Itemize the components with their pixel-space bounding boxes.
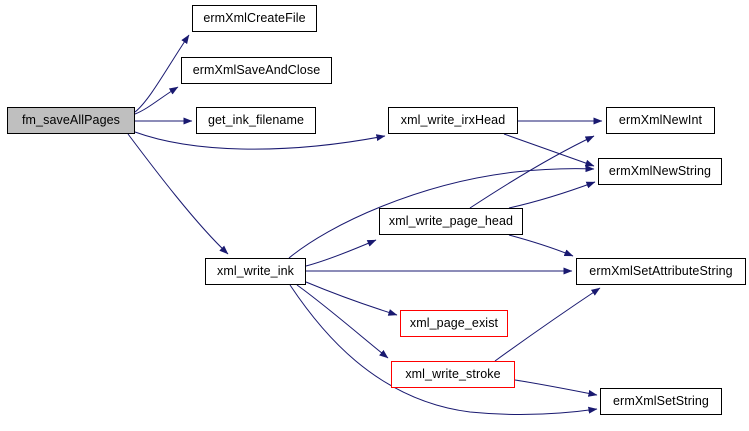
node-fm_saveAllPages[interactable]: fm_saveAllPages <box>7 107 135 134</box>
node-label: get_ink_filename <box>207 113 305 128</box>
edge-xml_write_page_head-to-ermXmlNewInt <box>469 135 595 209</box>
edge-xml_write_irxHead-to-ermXmlNewString <box>503 133 595 167</box>
edge-fm_saveAllPages-to-ermXmlSaveAndClose <box>134 86 179 115</box>
node-label: xml_write_ink <box>216 264 294 279</box>
node-ermXmlSetString[interactable]: ermXmlSetString <box>600 388 722 415</box>
node-label: ermXmlSetAttributeString <box>589 264 733 279</box>
edge-xml_write_ink-to-xml_page_exist <box>305 281 398 316</box>
node-xml_write_page_head[interactable]: xml_write_page_head <box>379 208 523 235</box>
node-get_ink_filename[interactable]: get_ink_filename <box>196 107 316 134</box>
node-xml_write_irxHead[interactable]: xml_write_irxHead <box>388 107 518 134</box>
edge-xml_write_page_head-to-ermXmlSetAttributeString <box>508 234 574 257</box>
edge-xml_write_ink-to-ermXmlSetString <box>289 284 598 416</box>
node-xml_page_exist[interactable]: xml_page_exist <box>400 310 508 337</box>
node-label: xml_page_exist <box>409 316 499 331</box>
node-ermXmlNewInt[interactable]: ermXmlNewInt <box>606 107 715 134</box>
edge-xml_write_stroke-to-ermXmlSetAttributeString <box>494 287 601 362</box>
node-label: ermXmlSaveAndClose <box>192 63 321 78</box>
node-label: ermXmlCreateFile <box>203 11 306 26</box>
edge-fm_saveAllPages-to-xml_write_irxHead <box>134 131 386 150</box>
node-xml_write_stroke[interactable]: xml_write_stroke <box>391 361 515 388</box>
node-ermXmlNewString[interactable]: ermXmlNewString <box>598 158 722 185</box>
node-label: xml_write_irxHead <box>400 113 506 128</box>
node-label: ermXmlNewString <box>608 164 712 179</box>
node-label: fm_saveAllPages <box>21 113 121 128</box>
node-ermXmlSetAttributeString[interactable]: ermXmlSetAttributeString <box>576 258 746 285</box>
edge-fm_saveAllPages-to-xml_write_ink <box>127 133 229 255</box>
node-ermXmlSaveAndClose[interactable]: ermXmlSaveAndClose <box>181 57 332 84</box>
edge-xml_write_stroke-to-ermXmlSetString <box>514 379 598 397</box>
edge-xml_write_ink-to-xml_write_stroke <box>296 284 389 359</box>
node-label: xml_write_stroke <box>405 367 501 382</box>
node-label: ermXmlSetString <box>613 394 709 409</box>
edge-xml_write_ink-to-xml_write_page_head <box>305 239 377 267</box>
node-ermXmlCreateFile[interactable]: ermXmlCreateFile <box>192 5 317 32</box>
node-label: xml_write_page_head <box>388 214 514 229</box>
node-label: ermXmlNewInt <box>618 113 703 128</box>
node-xml_write_ink[interactable]: xml_write_ink <box>205 258 306 285</box>
edges-group <box>127 34 603 416</box>
edge-xml_write_page_head-to-ermXmlNewString <box>508 181 596 209</box>
